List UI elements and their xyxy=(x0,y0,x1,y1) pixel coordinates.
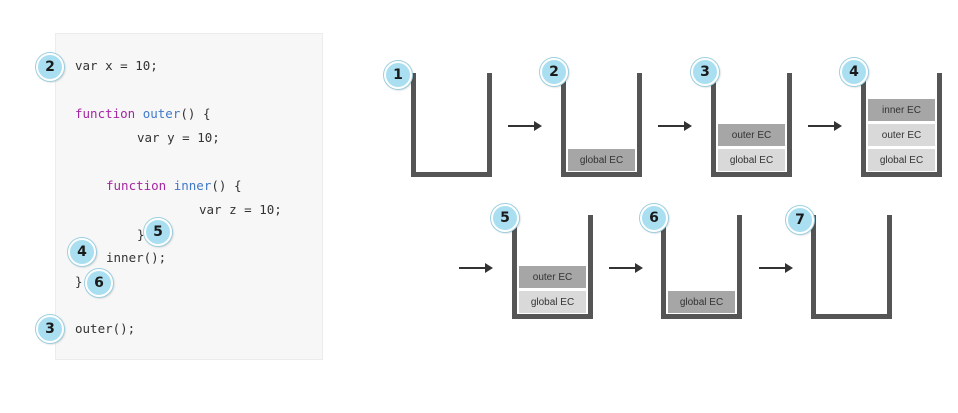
stack-floor xyxy=(661,314,742,319)
execution-context-frame: outer EC xyxy=(868,123,935,146)
stack-step-badge-7: 7 xyxy=(786,206,814,234)
stack-left-wall xyxy=(711,73,716,177)
execution-context-frame: outer EC xyxy=(519,265,586,288)
right-arrow-icon xyxy=(508,121,542,131)
stack-right-wall xyxy=(588,215,593,319)
call-stack-6: global EC xyxy=(661,215,742,319)
code-text: var y = 10; xyxy=(137,130,220,145)
code-text: } xyxy=(137,227,145,242)
stack-left-wall xyxy=(811,215,816,319)
code-line: var y = 10; xyxy=(137,130,220,146)
right-arrow-icon xyxy=(808,121,842,131)
step-badge-5: 5 xyxy=(144,218,172,246)
stack-right-wall xyxy=(637,73,642,177)
code-text: } xyxy=(75,274,83,289)
code-text: () { xyxy=(180,106,211,121)
code-line: function inner() { xyxy=(106,178,241,194)
stack-step-badge-5: 5 xyxy=(491,204,519,232)
execution-context-frame: inner EC xyxy=(868,98,935,121)
stack-right-wall xyxy=(737,215,742,319)
code-function-name: inner xyxy=(173,178,212,193)
call-stack-2: global EC xyxy=(561,73,642,177)
step-badge-3: 3 xyxy=(36,315,64,343)
stack-right-wall xyxy=(887,215,892,319)
code-text: var z = 10; xyxy=(199,202,282,217)
call-stack-1 xyxy=(411,73,492,177)
stack-step-badge-4: 4 xyxy=(840,58,868,86)
execution-context-frame: global EC xyxy=(519,290,586,313)
code-keyword: function xyxy=(75,106,143,121)
stack-left-wall xyxy=(561,73,566,177)
stack-left-wall xyxy=(861,73,866,177)
code-line: outer(); xyxy=(75,321,135,337)
stack-step-badge-2: 2 xyxy=(540,58,568,86)
code-text: inner(); xyxy=(106,250,167,265)
code-text: var x = 10; xyxy=(75,58,158,73)
stack-floor xyxy=(711,172,792,177)
stack-left-wall xyxy=(512,215,517,319)
code-text: () { xyxy=(211,178,242,193)
step-badge-2: 2 xyxy=(36,53,64,81)
right-arrow-icon xyxy=(759,263,793,273)
step-badge-4: 4 xyxy=(68,238,96,266)
stack-step-badge-1: 1 xyxy=(384,61,412,89)
code-line: function outer() { xyxy=(75,106,210,122)
right-arrow-icon xyxy=(658,121,692,131)
right-arrow-icon xyxy=(459,263,493,273)
stack-floor xyxy=(811,314,892,319)
stack-floor xyxy=(411,172,492,177)
code-line: } xyxy=(137,227,145,243)
code-keyword: function xyxy=(106,178,174,193)
code-text: outer(); xyxy=(75,321,136,336)
execution-context-frame: global EC xyxy=(668,290,735,313)
stack-left-wall xyxy=(661,215,666,319)
stack-floor xyxy=(561,172,642,177)
code-function-name: outer xyxy=(142,106,181,121)
stack-left-wall xyxy=(411,73,416,177)
step-badge-6: 6 xyxy=(85,269,113,297)
stack-step-badge-3: 3 xyxy=(691,58,719,86)
call-stack-7 xyxy=(811,215,892,319)
execution-context-frame: global EC xyxy=(868,148,935,171)
code-line: var z = 10; xyxy=(199,202,282,218)
execution-context-frame: global EC xyxy=(568,148,635,171)
stack-right-wall xyxy=(787,73,792,177)
code-line: var x = 10; xyxy=(75,58,158,74)
execution-context-frame: global EC xyxy=(718,148,785,171)
stack-right-wall xyxy=(937,73,942,177)
execution-context-frame: outer EC xyxy=(718,123,785,146)
stack-step-badge-6: 6 xyxy=(640,204,668,232)
stack-right-wall xyxy=(487,73,492,177)
code-line: } xyxy=(75,274,83,290)
stack-floor xyxy=(861,172,942,177)
stack-floor xyxy=(512,314,593,319)
code-line: inner(); xyxy=(106,250,166,266)
right-arrow-icon xyxy=(609,263,643,273)
code-panel xyxy=(55,33,323,360)
